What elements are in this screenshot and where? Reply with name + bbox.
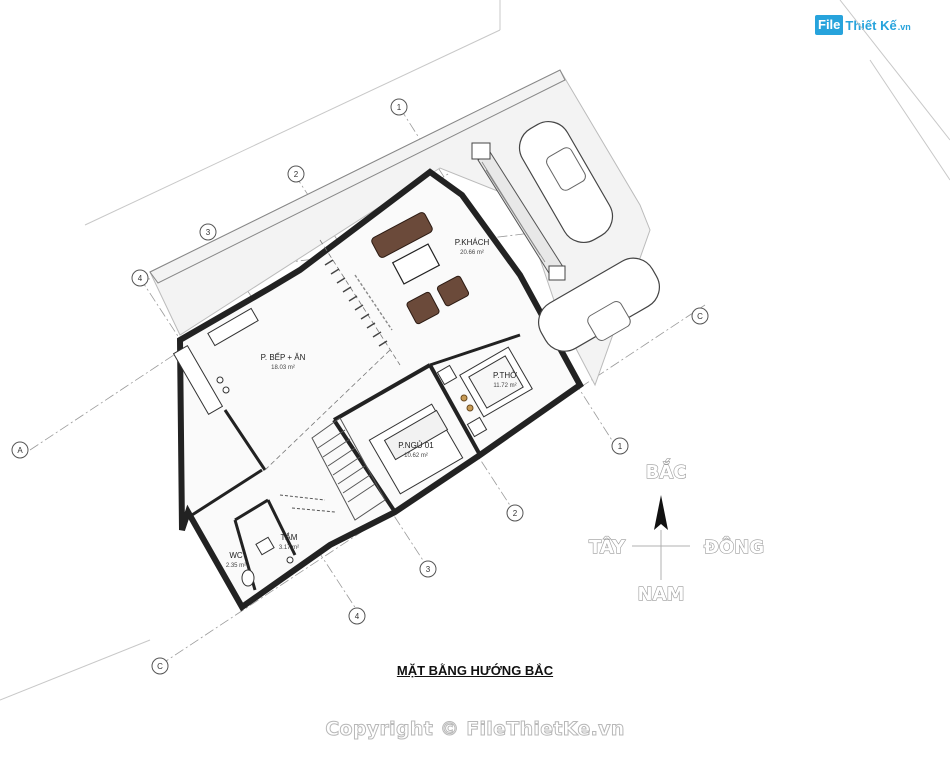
- grid-bubble-a-left: A: [11, 441, 29, 459]
- compass-north: BẮC: [646, 459, 687, 483]
- living-furniture: [371, 212, 470, 325]
- svg-text:P. BẾP + ĂN: P. BẾP + ĂN: [261, 352, 306, 362]
- planter-strip: [471, 142, 566, 281]
- room-label-tam: TẮM 3.17 m²: [279, 533, 299, 551]
- room-label-khach: P.KHÁCH 20.66 m²: [455, 238, 490, 256]
- svg-text:C: C: [157, 662, 163, 671]
- compass-south: NAM: [638, 584, 685, 605]
- compass-rose: BẮC NAM TÂY ĐÔNG: [588, 458, 764, 605]
- grid-bubble-4-top: 4: [131, 269, 149, 287]
- logo-text: Thiết Kế: [845, 17, 897, 33]
- grid-bubble-2-bottom: 2: [506, 504, 524, 522]
- room-label-ngu: P.NGỦ 01 10.62 m²: [398, 441, 434, 459]
- svg-text:1: 1: [618, 442, 623, 451]
- grid-bubble-c-right: C: [691, 307, 709, 325]
- grid-bubble-1-bottom: 1: [611, 437, 629, 455]
- compass-west: TÂY: [589, 536, 626, 558]
- svg-text:4: 4: [138, 274, 143, 283]
- car-top: [518, 121, 614, 243]
- svg-text:WC: WC: [229, 551, 243, 560]
- grid-bubble-3-top: 3: [199, 223, 217, 241]
- grid-bubble-4-bottom: 4: [348, 607, 366, 625]
- svg-text:P.KHÁCH: P.KHÁCH: [455, 238, 490, 247]
- site-lines: [0, 0, 950, 701]
- svg-text:2: 2: [513, 509, 518, 518]
- svg-text:P.THỜ: P.THỜ: [493, 371, 517, 380]
- copyright-watermark: Copyright © FileThietKe.vn: [325, 718, 625, 741]
- room-label-wc: WC 2.35 m²: [226, 551, 246, 569]
- svg-text:10.62 m²: 10.62 m²: [404, 453, 428, 459]
- grid-bubble-3-bottom: 3: [419, 560, 437, 578]
- svg-text:A: A: [17, 446, 23, 455]
- svg-text:11.72 m²: 11.72 m²: [493, 383, 516, 389]
- svg-text:1: 1: [397, 103, 402, 112]
- compass-east: ĐÔNG: [704, 536, 764, 558]
- svg-text:2.35 m²: 2.35 m²: [226, 563, 246, 569]
- svg-text:TẮM: TẮM: [281, 533, 298, 542]
- svg-text:C: C: [697, 312, 703, 321]
- room-label-bep: P. BẾP + ĂN 18.03 m²: [261, 352, 306, 371]
- car-bottom: [538, 257, 660, 352]
- drawing-title: MẶT BẰNG HƯỚNG BẮC: [396, 663, 554, 678]
- room-label-tho: P.THỜ 11.72 m²: [493, 371, 517, 389]
- svg-text:18.03 m²: 18.03 m²: [271, 365, 295, 371]
- kitchen-counters: [172, 307, 259, 415]
- north-arrow-icon: [654, 495, 668, 530]
- svg-text:3: 3: [206, 228, 211, 237]
- svg-text:3.17 m²: 3.17 m²: [279, 545, 299, 551]
- site-logo[interactable]: File Thiết Kế .vn: [815, 15, 911, 35]
- bedroom-furniture: [368, 346, 533, 495]
- grid-bubble-2-top: 2: [287, 165, 305, 183]
- logo-box: File: [815, 15, 844, 35]
- svg-text:20.66 m²: 20.66 m²: [460, 250, 484, 256]
- svg-text:4: 4: [355, 612, 360, 621]
- logo-domain: .vn: [897, 22, 911, 32]
- svg-text:2: 2: [294, 170, 299, 179]
- staircase-back: [279, 417, 386, 521]
- bath-fixtures: [241, 536, 294, 587]
- svg-text:3: 3: [426, 565, 431, 574]
- grid-bubble-1-top: 1: [390, 98, 408, 116]
- staircase-main: [324, 259, 393, 347]
- grid-bubble-c-left: C: [151, 657, 169, 675]
- svg-text:P.NGỦ 01: P.NGỦ 01: [398, 441, 434, 450]
